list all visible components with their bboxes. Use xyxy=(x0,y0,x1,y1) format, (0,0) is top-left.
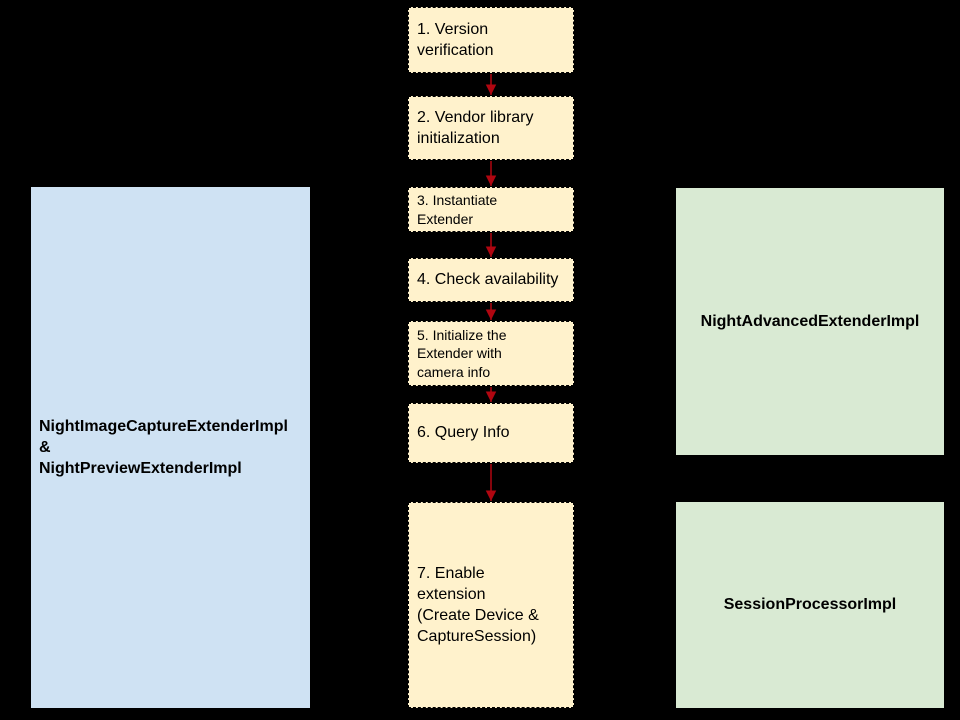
step-2-vendor-library-initialization: 2. Vendor library initialization xyxy=(408,96,574,160)
step-6-label: 6. Query Info xyxy=(417,424,510,442)
step-4-check-availability: 4. Check availability xyxy=(408,258,574,302)
night-capture-preview-extender-box: NightImageCaptureExtenderImpl & NightPre… xyxy=(31,187,310,708)
step-5-label: 5. Initialize the Extender with camera i… xyxy=(417,326,507,380)
night-capture-preview-extender-label: NightImageCaptureExtenderImpl & NightPre… xyxy=(39,417,288,478)
step-7-label: 7. Enable extension (Create Device & Cap… xyxy=(417,564,539,646)
step-3-label: 3. Instantiate Extender xyxy=(417,192,498,227)
step-3-instantiate-extender: 3. Instantiate Extender xyxy=(408,187,574,232)
session-processor-box: SessionProcessorImpl xyxy=(676,502,944,708)
step-5-initialize-extender: 5. Initialize the Extender with camera i… xyxy=(408,321,574,386)
step-7-enable-extension: 7. Enable extension (Create Device & Cap… xyxy=(408,502,574,708)
session-processor-label: SessionProcessorImpl xyxy=(723,596,897,614)
step-1-label: 1. Version verification xyxy=(417,20,494,59)
step-2-label: 2. Vendor library initialization xyxy=(417,108,534,147)
step-4-label: 4. Check availability xyxy=(417,271,559,289)
step-1-version-verification: 1. Version verification xyxy=(408,7,574,73)
night-advanced-extender-label: NightAdvancedExtenderImpl xyxy=(700,312,920,330)
night-advanced-extender-box: NightAdvancedExtenderImpl xyxy=(676,188,944,455)
step-6-query-info: 6. Query Info xyxy=(408,403,574,463)
